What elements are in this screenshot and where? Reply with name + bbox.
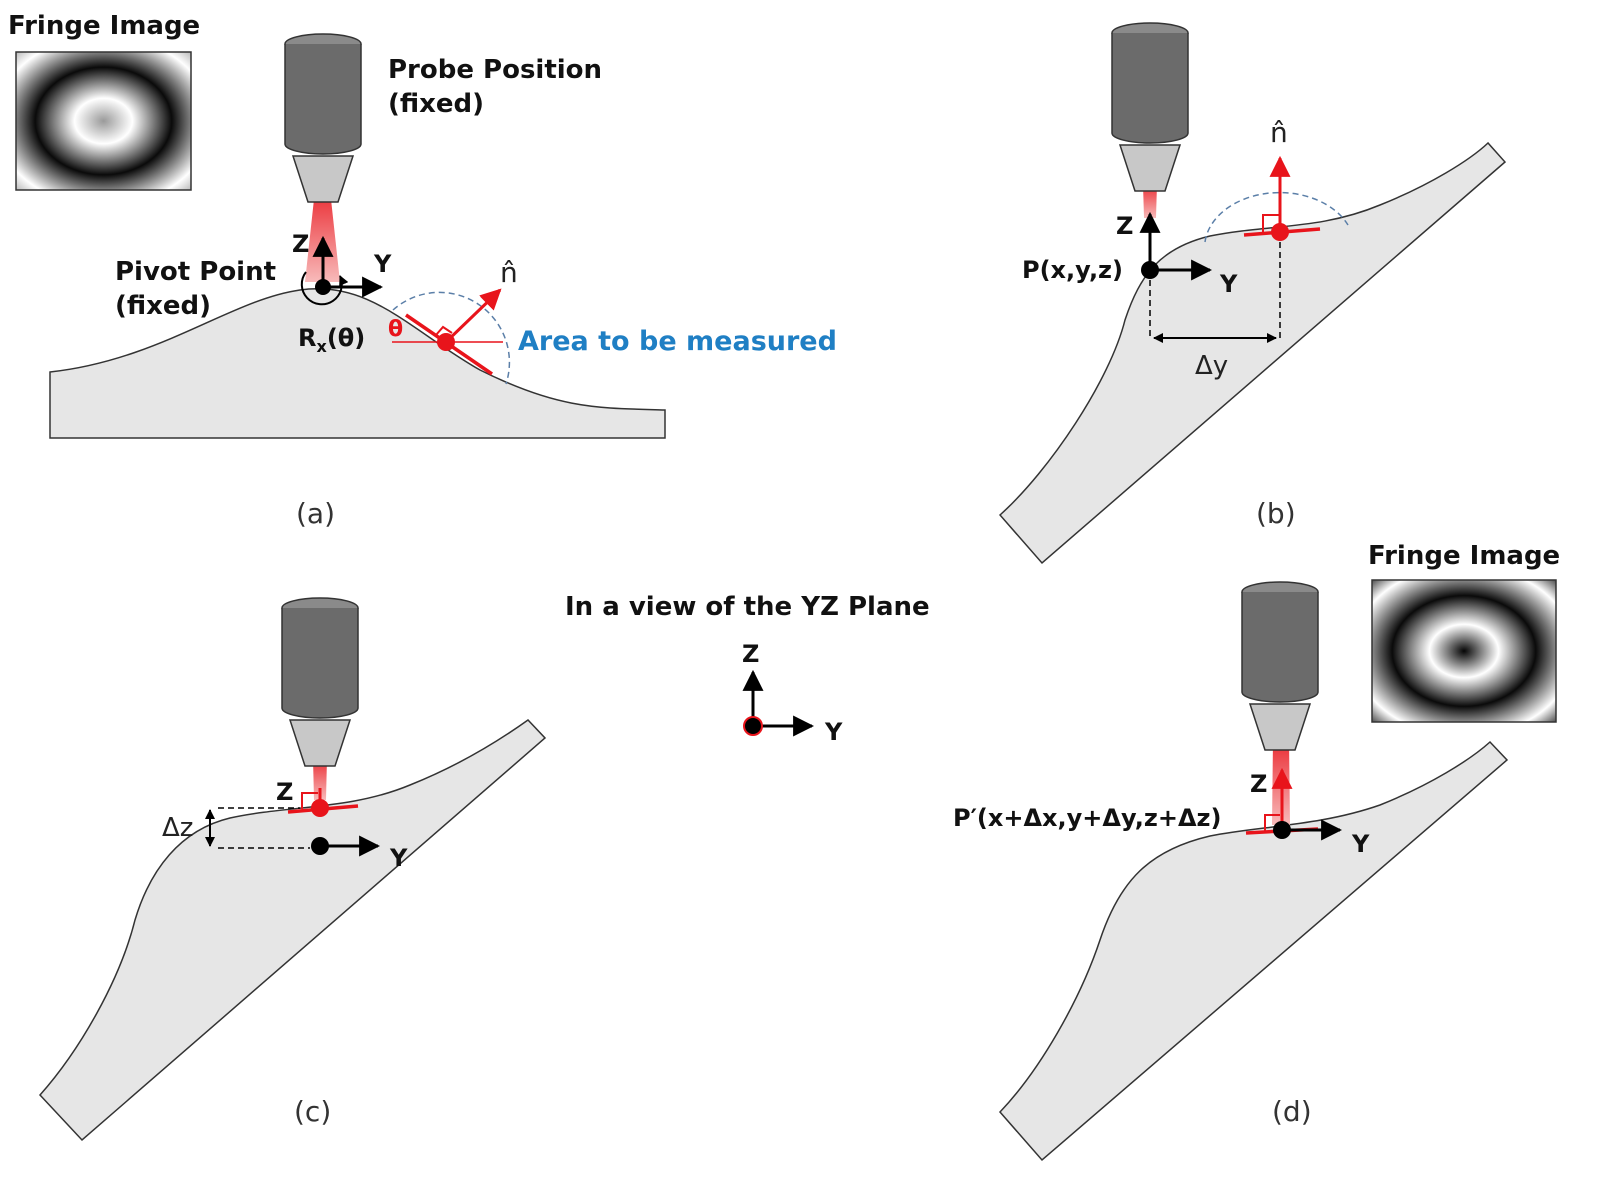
y-label-b: Y xyxy=(1219,270,1238,298)
probe-position-label: Probe Position xyxy=(388,55,602,85)
right-angle-mark-c xyxy=(301,792,318,809)
yz-plane-label: In a view of the YZ Plane xyxy=(565,592,930,622)
caption-b: (b) xyxy=(1256,497,1296,530)
y-label-a: Y xyxy=(373,250,392,278)
y-label-c: Y xyxy=(389,844,408,872)
panel-d: Fringe Image Z Y P′(x+Δx,y+Δy,z+Δz) (d) xyxy=(953,541,1560,1162)
right-angle-mark-b xyxy=(1262,214,1279,233)
rx-label: Rx(θ) xyxy=(298,324,365,356)
y-label-d: Y xyxy=(1351,830,1370,858)
z-label-b: Z xyxy=(1116,212,1133,240)
microscope-objective-icon xyxy=(284,33,362,203)
measurement-point-b xyxy=(1271,223,1289,241)
n-hat-label-b: n̂ xyxy=(1270,116,1288,149)
legend-origin-dot xyxy=(743,716,763,736)
delta-y-label: Δy xyxy=(1195,351,1228,381)
area-to-be-measured-label: Area to be measured xyxy=(518,326,837,357)
p-point-dot xyxy=(1141,261,1159,279)
specimen-d xyxy=(998,740,1509,1162)
microscope-objective-icon xyxy=(281,597,359,767)
pivot-fixed-label: (fixed) xyxy=(115,291,211,321)
panel-b: n̂ Z Y P(x,y,z) Δy (b) xyxy=(998,22,1507,565)
z-label-d: Z xyxy=(1250,770,1267,798)
measurement-point-c xyxy=(311,799,329,817)
theta-label: θ xyxy=(388,317,403,342)
specimen-a xyxy=(49,288,666,439)
pivot-point-label: Pivot Point xyxy=(115,257,276,287)
delta-z-label: Δz xyxy=(162,813,193,843)
legend-y-label: Y xyxy=(824,718,843,746)
specimen-b xyxy=(998,141,1507,565)
fringe-image-label-a: Fringe Image xyxy=(8,11,200,41)
caption-c: (c) xyxy=(294,1095,331,1128)
legend-z-label: Z xyxy=(742,640,759,668)
laser-beam-b xyxy=(1143,184,1157,218)
panel-c: Z Y Δz (c) xyxy=(38,597,547,1142)
pivot-point-dot xyxy=(315,279,331,295)
p-point-label: P(x,y,z) xyxy=(1022,256,1123,284)
right-angle-mark-a xyxy=(435,325,453,336)
probe-fixed-label: (fixed) xyxy=(388,89,484,119)
fringe-pattern-icon xyxy=(1371,579,1557,723)
p-prime-point-dot xyxy=(1273,821,1291,839)
fringe-image-label-d: Fringe Image xyxy=(1368,541,1560,571)
measured-area-arc-b xyxy=(1204,191,1349,243)
fringe-pattern-icon xyxy=(15,51,192,191)
yz-plane-legend: In a view of the YZ Plane Z Y xyxy=(565,592,930,746)
caption-a: (a) xyxy=(296,497,335,530)
specimen-c xyxy=(38,719,547,1142)
microscope-objective-icon xyxy=(1111,22,1189,192)
laser-beam-c xyxy=(313,758,327,800)
microscope-objective-icon xyxy=(1241,581,1319,751)
origin-point-c xyxy=(311,837,329,855)
caption-d: (d) xyxy=(1272,1095,1312,1128)
n-hat-label-a: n̂ xyxy=(500,256,518,289)
normal-vector-a xyxy=(444,288,502,344)
measurement-point-a xyxy=(437,333,455,351)
measured-area-arc-a xyxy=(392,291,511,385)
z-label-a: Z xyxy=(292,230,309,258)
z-label-c: Z xyxy=(276,778,293,806)
p-prime-label: P′(x+Δx,y+Δy,z+Δz) xyxy=(953,804,1221,832)
panel-a: Fringe Image Probe Position (fixed) Pivo… xyxy=(8,11,837,530)
right-angle-mark-d xyxy=(1264,814,1280,831)
